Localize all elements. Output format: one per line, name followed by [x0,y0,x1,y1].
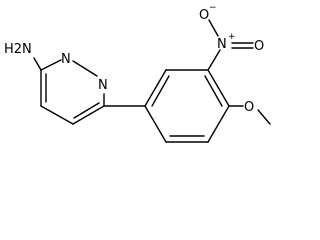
bond-methoxy-o-ch3 [257,109,271,125]
nitro-n-label: N [217,37,227,52]
pyrimidine-ring [33,57,105,125]
bond-c4-c5-inner [73,102,100,119]
bond-b4-b5 [207,105,230,143]
nitro-o-upper-charge: − [209,3,217,13]
methoxy-group [228,105,271,125]
bond-nitro-n-o-upper [208,19,219,37]
bond-c4-c5 [72,105,105,125]
nitro-group [207,19,254,71]
pyrimidine-n-lower-label: N [98,78,108,93]
bond-b3-b4 [207,69,230,107]
nitro-o-upper-label: O [199,8,209,23]
bond-b3-b4-inner [204,75,223,107]
nitro-n-charge: + [228,32,236,42]
bond-b6-b1 [144,105,167,143]
amine-label: H2N [4,42,32,57]
methoxy-o-label: O [244,100,254,115]
bond-c2-nh2 [33,57,42,71]
nitro-o-right-label: O [254,39,264,54]
chemical-structure: H2N N N N + O − O O [4,3,271,143]
bond-n1-c2 [40,59,62,71]
pyrimidine-n-upper-label: N [61,52,71,67]
bond-b1-b2-inner [151,75,170,107]
benzene-ring [144,69,230,143]
bond-ring-nitro-n [207,49,221,71]
bond-b1-b2 [144,69,167,107]
bond-n3-c4 [40,105,74,125]
bond-c6-n1 [72,60,98,77]
